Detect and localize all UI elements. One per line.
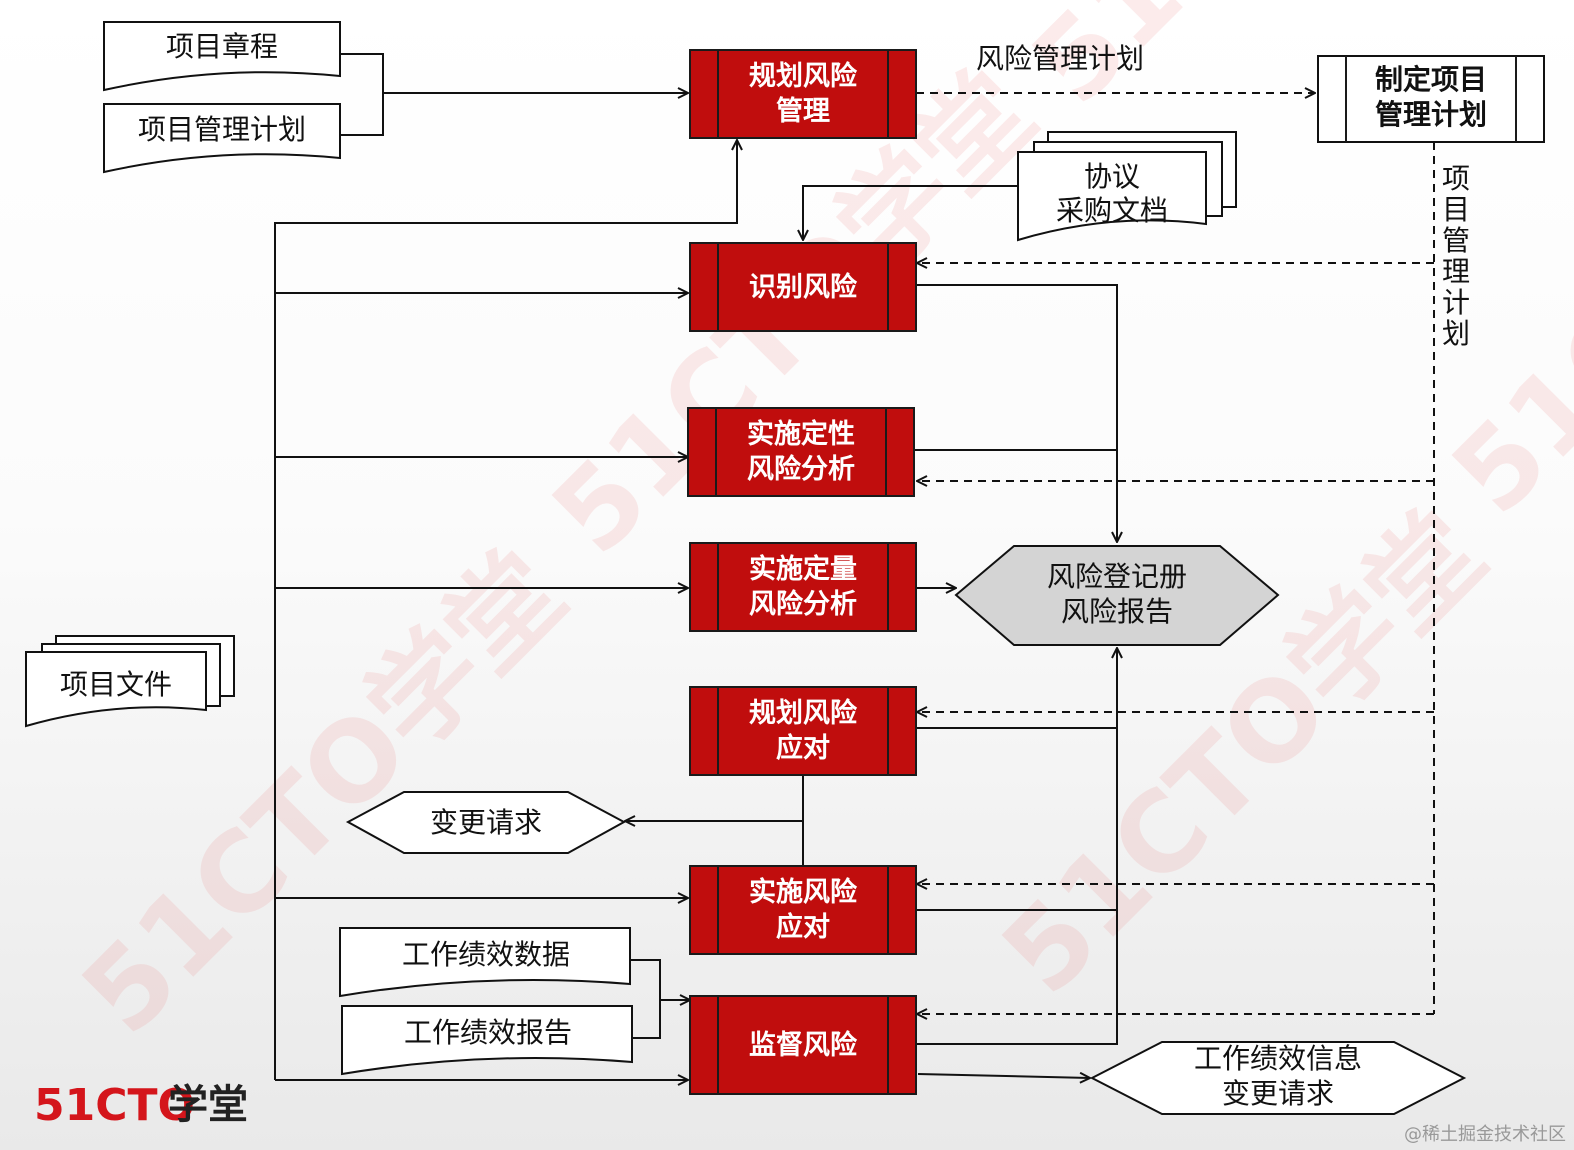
logo-51cto: 51CTO 学堂 [34, 1080, 248, 1131]
label-char: 计 [1442, 286, 1470, 319]
doc-work-performance-reports: 工作绩效报告 [341, 1005, 633, 1076]
process-label-line2: 应对 [776, 732, 830, 764]
process-label-line1: 制定项目 [1375, 63, 1487, 96]
process-label-line1: 规划风险 [749, 697, 858, 729]
output-label-line1: 风险登记册 [1047, 560, 1187, 593]
output-label: 变更请求 [430, 806, 542, 839]
doc-label-line1: 协议 [1084, 160, 1140, 193]
process-label-line1: 实施风险 [749, 876, 858, 908]
process-identify-risks: 识别风险 [689, 242, 917, 332]
process-label-line1: 实施定性 [747, 418, 855, 450]
label-char: 理 [1442, 255, 1470, 288]
label-risk-management-plan: 风险管理计划 [976, 42, 1144, 75]
process-label-line2: 风险分析 [749, 588, 857, 620]
process-label-line2: 管理 [776, 96, 830, 127]
process-quantitative-risk-analysis: 实施定量 风险分析 [689, 542, 917, 632]
doc-project-documents: 项目文件 [25, 635, 235, 728]
doc-label: 项目章程 [166, 30, 278, 63]
doc-label: 项目管理计划 [138, 113, 306, 146]
process-plan-risk-management: 规划风险 管理 [689, 49, 917, 139]
process-label: 识别风险 [749, 271, 858, 303]
process-develop-pm-plan: 制定项目 管理计划 [1317, 55, 1545, 143]
doc-project-charter: 项目章程 [103, 21, 341, 92]
label-pm-plan-vertical: 项 目 管 理 计 划 [1442, 162, 1470, 350]
label-char: 管 [1442, 224, 1470, 257]
process-label-line2: 风险分析 [747, 453, 855, 485]
process-implement-risk-responses: 实施风险 应对 [689, 865, 917, 955]
process-monitor-risks: 监督风险 [689, 995, 917, 1095]
credit-text: @稀土掘金技术社区 [1404, 1124, 1566, 1145]
doc-project-management-plan: 项目管理计划 [103, 103, 341, 174]
output-label-line1: 工作绩效信息 [1194, 1042, 1362, 1075]
process-qualitative-risk-analysis: 实施定性 风险分析 [687, 407, 915, 497]
process-plan-risk-responses: 规划风险 应对 [689, 686, 917, 776]
doc-label: 工作绩效数据 [402, 938, 570, 971]
output-change-requests: 变更请求 [345, 791, 627, 854]
process-label-line1: 规划风险 [749, 60, 858, 92]
logo-text: 学堂 [168, 1082, 248, 1128]
output-work-performance-info: 工作绩效信息 变更请求 [1089, 1041, 1467, 1115]
label-char: 目 [1442, 193, 1470, 226]
output-label-line2: 变更请求 [1222, 1077, 1334, 1110]
label-char: 项 [1442, 162, 1470, 195]
label-char: 划 [1442, 317, 1470, 350]
doc-label: 工作绩效报告 [404, 1016, 572, 1049]
doc-work-performance-data: 工作绩效数据 [339, 927, 631, 998]
output-label-line2: 风险报告 [1061, 595, 1173, 628]
doc-label: 项目文件 [60, 668, 172, 701]
process-label-line2: 管理计划 [1375, 98, 1487, 131]
dashed-connectors [916, 93, 1435, 1014]
process-label: 监督风险 [749, 1029, 858, 1061]
logo-number: 51CTO [34, 1080, 195, 1131]
solid-connectors [274, 53, 1117, 1080]
output-risk-register: 风险登记册 风险报告 [954, 545, 1280, 646]
doc-agreements-procurement: 协议 采购文档 [1017, 131, 1237, 242]
process-label-line2: 应对 [776, 911, 830, 943]
doc-label-line2: 采购文档 [1056, 194, 1168, 227]
process-label-line1: 实施定量 [749, 553, 857, 585]
